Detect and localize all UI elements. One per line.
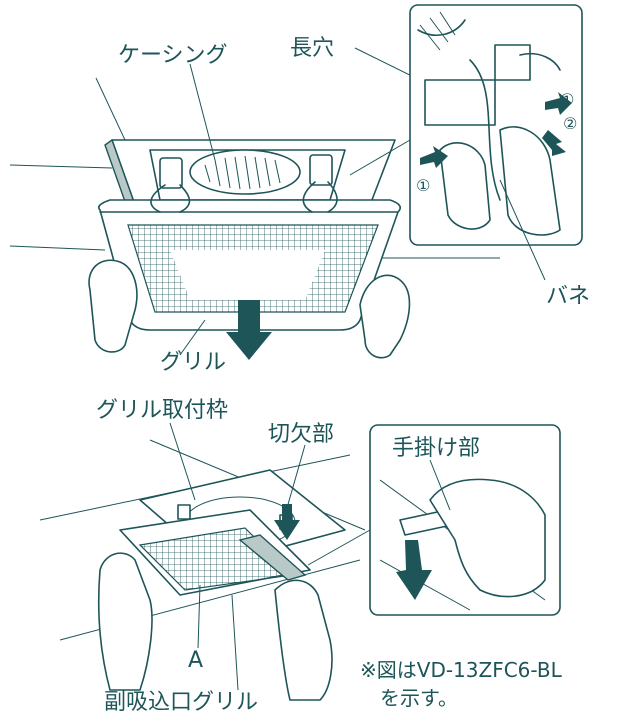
grille-label: グリル [160, 350, 227, 375]
casing-label: ケーシング [118, 43, 228, 68]
step-1-upper-marker: ① [560, 90, 575, 109]
bottom-figure [39, 422, 561, 701]
notch-arrow [274, 504, 300, 540]
left-hand-top [88, 259, 138, 353]
step-1-lower-marker: ① [416, 176, 431, 195]
sub-intake-grille-label: 副吸込口グリル [104, 690, 259, 715]
point-a-label: A [188, 648, 204, 673]
hand-grip-label: 手掛け部 [392, 436, 481, 461]
sub-intake-grille-body [119, 509, 311, 596]
spring-detail-inset [409, 4, 583, 281]
top-figure [9, 4, 583, 360]
down-arrow-top [226, 300, 272, 360]
grille-panel [97, 199, 401, 331]
note-line-2: を示す。 [380, 686, 458, 710]
step-2-marker: ② [563, 114, 578, 133]
slot-label: 長穴 [290, 36, 335, 61]
right-hand-bottom [274, 579, 333, 701]
hand-grip-inset [369, 424, 561, 616]
right-hand-top [359, 274, 411, 359]
notch-label: 切欠部 [268, 422, 335, 447]
note-line-1: ※図はVD-13ZFC6-BL [360, 658, 562, 682]
grille-frame-label: グリル取付枠 [96, 398, 229, 423]
spring-label: バネ [546, 284, 591, 309]
left-hand-bottom [97, 552, 153, 691]
